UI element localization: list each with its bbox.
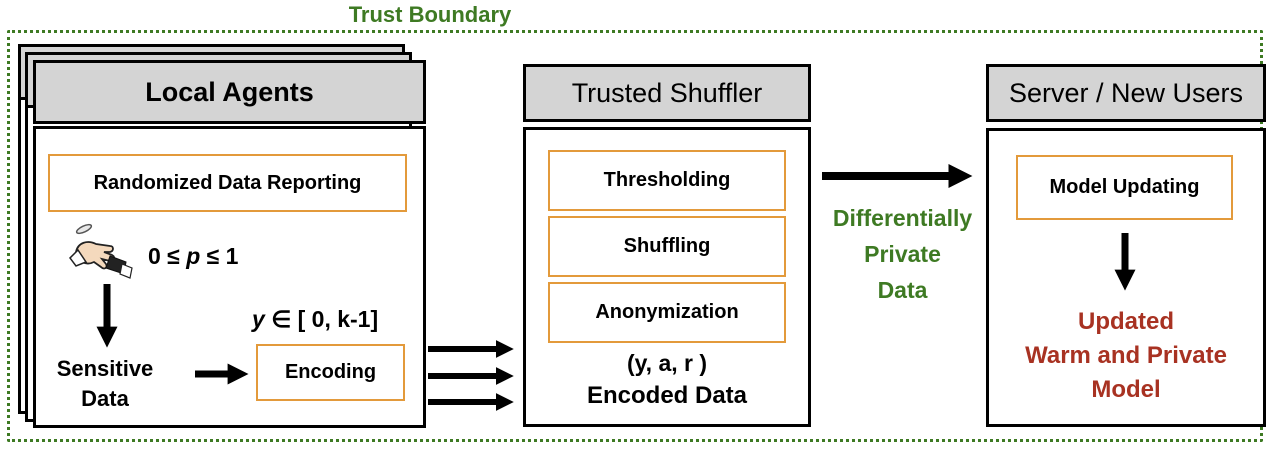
shuffling-label: Shuffling xyxy=(623,235,711,257)
randomized-reporting-label: Randomized Data Reporting xyxy=(93,171,362,194)
encoding-box: Encoding xyxy=(256,344,405,401)
anonymization-label: Anonymization xyxy=(595,301,739,323)
value-range: y ∈ [ 0, k-1] xyxy=(252,306,378,333)
updated-model-label: Updated Warm and Private Model xyxy=(1025,308,1227,403)
shuffling-box: Shuffling xyxy=(548,216,786,277)
sensitive-data-label: Sensitive Data xyxy=(56,356,154,411)
server-header: Server / New Users xyxy=(986,64,1266,122)
thresholding-box: Thresholding xyxy=(548,150,786,211)
trusted-shuffler-header: Trusted Shuffler xyxy=(523,64,811,122)
tuple-label: (y, a, r ) xyxy=(626,350,708,376)
value-range-text: ∈ [ 0, k-1] xyxy=(271,306,379,332)
randomized-reporting-box: Randomized Data Reporting xyxy=(48,154,407,212)
probability-range: 0 ≤ p ≤ 1 xyxy=(148,243,238,270)
probability-prefix: 0 ≤ xyxy=(148,243,180,269)
local-agents-header: Local Agents xyxy=(33,60,426,124)
hand-flipping-coin-icon xyxy=(66,222,136,282)
probability-suffix: ≤ 1 xyxy=(206,243,239,269)
local-agents-title: Local Agents xyxy=(145,76,314,107)
thresholding-label: Thresholding xyxy=(603,169,731,191)
encoding-label: Encoding xyxy=(284,361,377,383)
probability-var: p xyxy=(186,243,201,269)
trust-boundary-label: Trust Boundary xyxy=(348,2,512,27)
anonymization-box: Anonymization xyxy=(548,282,786,343)
differentially-private-data-label: Differentially Private Data xyxy=(832,205,973,303)
trusted-shuffler-title: Trusted Shuffler xyxy=(571,77,763,108)
value-range-var: y xyxy=(252,306,265,332)
encoded-data-label: Encoded Data xyxy=(586,382,748,409)
server-title: Server / New Users xyxy=(1008,77,1244,108)
model-updating-box: Model Updating xyxy=(1016,155,1233,220)
model-updating-label: Model Updating xyxy=(1049,176,1200,198)
